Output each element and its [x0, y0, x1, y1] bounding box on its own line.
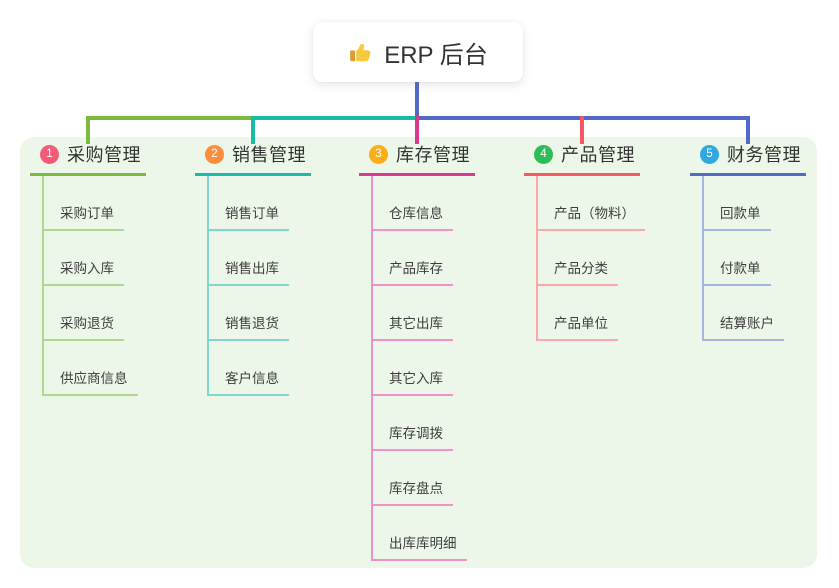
- child-label: 其它入库: [373, 367, 453, 396]
- branch-title: 产品管理: [561, 145, 635, 165]
- child-label: 结算账户: [704, 312, 784, 341]
- child-label: 销售订单: [209, 202, 289, 231]
- branch-title: 财务管理: [727, 145, 801, 165]
- branch-title-node[interactable]: 5 财务管理: [690, 142, 806, 176]
- child-label: 产品单位: [538, 312, 618, 341]
- child-node[interactable]: 其它入库: [373, 341, 475, 396]
- child-label: 销售出库: [209, 257, 289, 286]
- child-node[interactable]: 库存调拨: [373, 396, 475, 451]
- branch-title-node[interactable]: 1 采购管理: [30, 142, 146, 176]
- connector-line: [746, 116, 750, 144]
- connector-line: [415, 116, 419, 144]
- connector-line: [415, 82, 419, 118]
- branch-title-node[interactable]: 3 库存管理: [359, 142, 475, 176]
- child-node[interactable]: 产品（物料）: [538, 176, 645, 231]
- child-label: 其它出库: [373, 312, 453, 341]
- root-node[interactable]: ERP 后台: [313, 22, 523, 82]
- child-node[interactable]: 回款单: [704, 176, 806, 231]
- child-label: 产品分类: [538, 257, 618, 286]
- child-label: 仓库信息: [373, 202, 453, 231]
- branch-1: 1 采购管理采购订单采购入库采购退货供应商信息: [30, 142, 146, 396]
- child-node[interactable]: 结算账户: [704, 286, 806, 341]
- child-node[interactable]: 产品分类: [538, 231, 640, 286]
- child-node[interactable]: 供应商信息: [44, 341, 146, 396]
- branch-3: 3 库存管理仓库信息产品库存其它出库其它入库库存调拨库存盘点出库库明细: [359, 142, 475, 561]
- branch-5: 5 财务管理回款单付款单结算账户: [690, 142, 806, 341]
- child-node[interactable]: 销售出库: [209, 231, 311, 286]
- child-node[interactable]: 客户信息: [209, 341, 311, 396]
- branch-title-node[interactable]: 2 销售管理: [195, 142, 311, 176]
- child-label: 供应商信息: [44, 367, 138, 396]
- connector-line: [86, 116, 255, 120]
- branch-number-badge: 1: [40, 144, 59, 164]
- branch-children: 产品（物料） 产品分类产品单位: [536, 176, 645, 341]
- child-node[interactable]: 采购退货: [44, 286, 146, 341]
- child-node[interactable]: 产品单位: [538, 286, 640, 341]
- child-label: 出库库明细: [373, 532, 467, 561]
- child-label: 采购订单: [44, 202, 124, 231]
- thumbs-up-icon: [348, 39, 374, 65]
- connector-line: [251, 116, 255, 144]
- branch-4: 4 产品管理产品（物料） 产品分类产品单位: [524, 142, 645, 341]
- child-node[interactable]: 出库库明细: [373, 506, 475, 561]
- child-node[interactable]: 销售退货: [209, 286, 311, 341]
- child-node[interactable]: 销售订单: [209, 176, 311, 231]
- branches-panel: [20, 137, 817, 568]
- branch-children: 销售订单销售出库销售退货客户信息: [207, 176, 311, 396]
- child-node[interactable]: 产品库存: [373, 231, 475, 286]
- connector-line: [251, 116, 419, 120]
- child-label: 回款单: [704, 202, 771, 231]
- child-node[interactable]: 其它出库: [373, 286, 475, 341]
- branch-number-badge: 2: [205, 144, 224, 164]
- branch-number-badge: 5: [700, 144, 719, 164]
- branch-number-badge: 4: [534, 144, 553, 164]
- branch-children: 仓库信息产品库存其它出库其它入库库存调拨库存盘点出库库明细: [371, 176, 475, 561]
- connector-line: [86, 116, 90, 144]
- connector-line: [580, 116, 584, 144]
- branch-title: 库存管理: [396, 145, 470, 165]
- child-label: 采购入库: [44, 257, 124, 286]
- child-label: 客户信息: [209, 367, 289, 396]
- child-label: 采购退货: [44, 312, 124, 341]
- child-label: 产品（物料）: [538, 202, 645, 231]
- branch-title-node[interactable]: 4 产品管理: [524, 142, 640, 176]
- child-label: 库存盘点: [373, 477, 453, 506]
- branch-title: 采购管理: [67, 145, 141, 165]
- root-label: ERP 后台: [384, 41, 488, 69]
- branch-title: 销售管理: [232, 145, 306, 165]
- child-node[interactable]: 采购入库: [44, 231, 146, 286]
- child-node[interactable]: 仓库信息: [373, 176, 475, 231]
- branch-2: 2 销售管理销售订单销售出库销售退货客户信息: [195, 142, 311, 396]
- child-node[interactable]: 付款单: [704, 231, 806, 286]
- branch-number-badge: 3: [369, 144, 388, 164]
- child-label: 销售退货: [209, 312, 289, 341]
- child-label: 付款单: [704, 257, 771, 286]
- branch-children: 采购订单采购入库采购退货供应商信息: [42, 176, 146, 396]
- branch-children: 回款单付款单结算账户: [702, 176, 806, 341]
- child-label: 库存调拨: [373, 422, 453, 451]
- child-node[interactable]: 采购订单: [44, 176, 146, 231]
- child-node[interactable]: 库存盘点: [373, 451, 475, 506]
- child-label: 产品库存: [373, 257, 453, 286]
